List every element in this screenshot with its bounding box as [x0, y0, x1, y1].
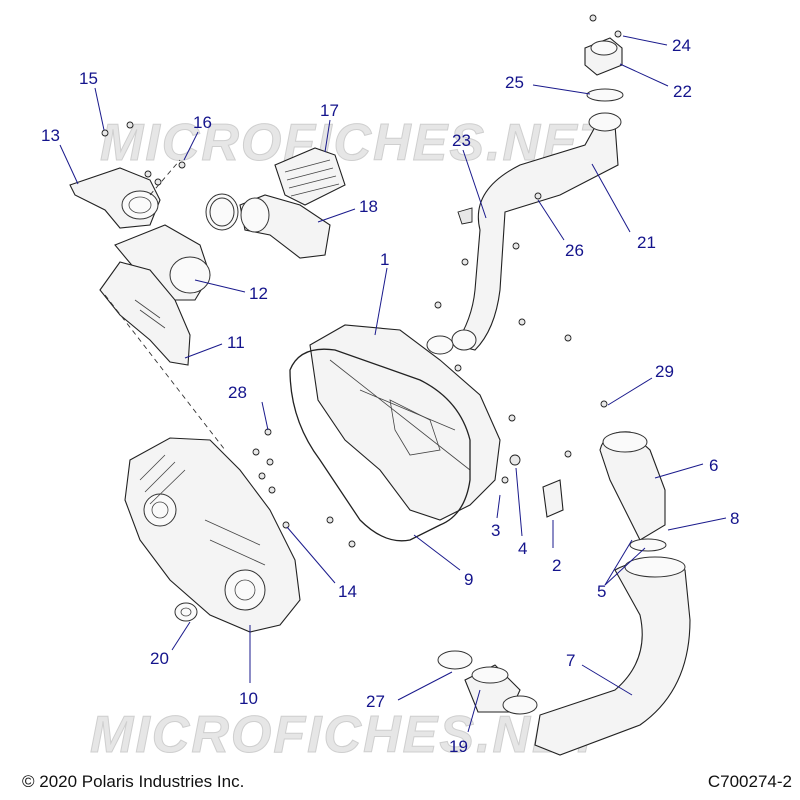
callout-9: 9	[464, 570, 473, 589]
part-17-filter	[274, 147, 346, 206]
leader-lines	[59, 35, 727, 733]
callout-23: 23	[452, 131, 471, 150]
callout-14: 14	[338, 582, 357, 601]
watermark-bottom: MICROFICHES.NET	[90, 706, 605, 764]
callout-4: 4	[518, 539, 527, 558]
callout-1: 1	[380, 250, 389, 269]
clamp	[426, 335, 454, 355]
part-9-seal	[289, 348, 471, 542]
callouts: 1 2 3 4 5 6 7 8 9 10 11 12 13 14 15 16 1…	[41, 36, 739, 756]
callout-21: 21	[637, 233, 656, 252]
part-2-label	[542, 479, 564, 518]
callout-6: 6	[709, 456, 718, 475]
part-20-washer	[174, 602, 198, 622]
callout-5: 5	[597, 582, 606, 601]
part-21-upper-duct	[451, 112, 622, 351]
callout-17: 17	[320, 101, 339, 120]
part-10-inner-cover	[124, 437, 301, 633]
callout-16: 16	[193, 113, 212, 132]
guide-line	[104, 294, 226, 451]
callout-27: 27	[366, 692, 385, 711]
callout-20: 20	[150, 649, 169, 668]
part-7-lower-duct	[534, 556, 691, 756]
part-4-nut	[509, 454, 521, 466]
callout-11: 11	[227, 333, 245, 352]
callout-10: 10	[239, 689, 258, 708]
part-13-duct-bracket	[69, 167, 161, 229]
callout-8: 8	[730, 509, 739, 528]
part-1-outer-cover	[309, 324, 501, 521]
clamp	[209, 197, 235, 227]
watermark-top: MICROFICHES.NET	[100, 114, 615, 172]
part-3-screw	[501, 476, 509, 484]
part-25-clamp	[586, 88, 624, 102]
part-8-clamp	[629, 538, 667, 552]
part-11-shield	[99, 261, 191, 366]
copyright-notice: © 2020 Polaris Industries Inc.	[22, 772, 245, 791]
part-27-clamp-lower	[502, 695, 538, 715]
callout-15: 15	[79, 69, 98, 88]
callout-2: 2	[552, 556, 561, 575]
part-27-clamp	[437, 650, 473, 670]
part-6-boot	[599, 431, 666, 541]
part-22-cap	[584, 37, 623, 76]
callout-28: 28	[228, 383, 247, 402]
callout-3: 3	[491, 521, 500, 540]
guide-line	[149, 159, 181, 196]
callout-26: 26	[565, 241, 584, 260]
callout-25: 25	[505, 73, 524, 92]
diagram-code: C700274-2	[707, 772, 792, 791]
callout-18: 18	[359, 197, 378, 216]
fasteners	[101, 14, 622, 548]
callout-12: 12	[249, 284, 268, 303]
callout-13: 13	[41, 126, 60, 145]
callout-29: 29	[655, 362, 674, 381]
callout-22: 22	[673, 82, 692, 101]
callout-7: 7	[566, 651, 575, 670]
callout-19: 19	[449, 737, 468, 756]
callout-24: 24	[672, 36, 691, 55]
